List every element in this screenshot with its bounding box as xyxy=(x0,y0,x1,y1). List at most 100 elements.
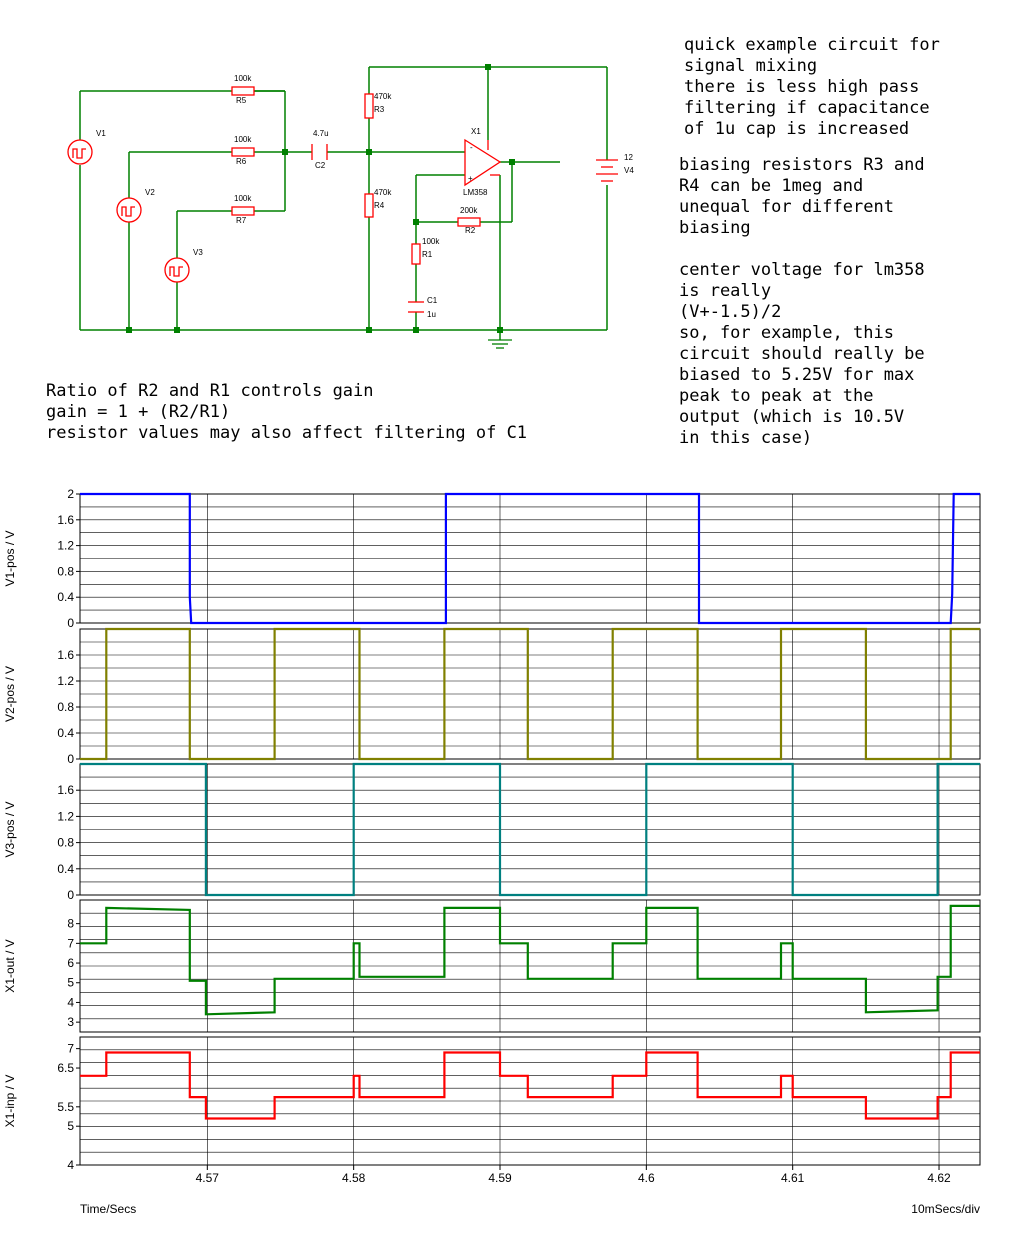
note-gain: Ratio of R2 and R1 controls gain gain = … xyxy=(46,381,528,443)
opamp-x1 xyxy=(464,138,502,187)
r6-value-label: 100k xyxy=(234,135,252,144)
source-v1 xyxy=(67,139,93,165)
y-tick-label: 0.8 xyxy=(57,564,74,578)
r5-value-label: 100k xyxy=(234,74,252,83)
opamp-plus-sign: + xyxy=(468,174,473,183)
r5-label: R5 xyxy=(236,96,247,105)
y-tick-label: 5.5 xyxy=(57,1100,74,1114)
x1-label: X1 xyxy=(471,127,481,136)
x-tick-label: 4.6 xyxy=(638,1171,655,1185)
x-tick-label: 4.59 xyxy=(488,1171,512,1185)
r1-label: R1 xyxy=(422,250,433,259)
y-tick-label: 1.6 xyxy=(57,783,74,797)
series-line xyxy=(80,1051,980,1120)
resistor-r4 xyxy=(364,193,374,218)
y-tick-label: 6.5 xyxy=(57,1061,74,1075)
resistor-r2 xyxy=(457,217,481,227)
y-tick-label: 0 xyxy=(67,616,74,630)
v4-label: V4 xyxy=(624,166,634,175)
y-tick-label: 0.4 xyxy=(57,862,74,876)
y-tick-label: 8 xyxy=(67,917,74,931)
r4-label: R4 xyxy=(374,201,385,210)
r4-value-label: 470k xyxy=(374,188,392,197)
y-tick-label: 7 xyxy=(67,936,74,950)
y-tick-label: 1.6 xyxy=(57,513,74,527)
resistor-r3 xyxy=(364,93,374,119)
schematic-diagram: 100k R5 100k R6 100k R7 V1 V2 V3 4.7u C2… xyxy=(67,64,634,349)
y-tick-label: 6 xyxy=(67,956,74,970)
plot-panel-5: 4 5 5.5 6.5 7X1-inp / V xyxy=(3,1036,981,1172)
series-line xyxy=(80,627,980,761)
series-line xyxy=(80,762,980,897)
c2-label: C2 xyxy=(315,161,326,170)
r3-value-label: 470k xyxy=(374,92,392,101)
y-tick-label: 0.4 xyxy=(57,590,74,604)
v2-label: V2 xyxy=(145,188,155,197)
x-tick-label: 4.61 xyxy=(781,1171,805,1185)
resistor-r5 xyxy=(231,86,255,96)
note-biasing: biasing resistors R3 and R4 can be 1meg … xyxy=(679,155,925,448)
x-scale-note: 10mSecs/div xyxy=(911,1202,980,1216)
v4-value-label: 12 xyxy=(624,153,633,162)
resistor-r1 xyxy=(411,243,421,265)
y-axis-label: V3-pos / V xyxy=(3,801,17,857)
y-tick-label: 4 xyxy=(67,1158,74,1172)
v1-label: V1 xyxy=(96,129,106,138)
c1-label: C1 xyxy=(427,296,438,305)
c1-value-label: 1u xyxy=(427,310,436,319)
junctions xyxy=(126,64,515,333)
x-tick-label: 4.62 xyxy=(927,1171,951,1185)
capacitor-c2 xyxy=(311,144,328,160)
plot-panel-3: 0 0.4 0.8 1.2 1.6V3-pos / V xyxy=(3,762,981,902)
y-axis-label: X1-inp / V xyxy=(3,1075,17,1128)
x-axis-label: Time/Secs xyxy=(80,1202,136,1216)
r6-label: R6 xyxy=(236,157,247,166)
y-tick-label: 1.2 xyxy=(57,809,74,823)
x-tick-label: 4.58 xyxy=(342,1171,366,1185)
components xyxy=(67,86,618,313)
note-signal-mixing: quick example circuit for signal mixing … xyxy=(684,35,940,139)
y-tick-label: 7 xyxy=(67,1042,74,1056)
v3-label: V3 xyxy=(193,248,203,257)
resistor-r7 xyxy=(231,206,255,216)
y-tick-label: 0.4 xyxy=(57,726,74,740)
wires xyxy=(79,66,608,340)
y-tick-label: 5 xyxy=(67,1119,74,1133)
y-tick-label: 1.6 xyxy=(57,648,74,662)
r2-value-label: 200k xyxy=(460,206,478,215)
c2-value-label: 4.7u xyxy=(313,129,329,138)
ground-symbol xyxy=(488,339,512,349)
source-v2 xyxy=(116,197,142,223)
y-tick-label: 5 xyxy=(67,976,74,990)
y-tick-label: 0.8 xyxy=(57,836,74,850)
y-tick-label: 4 xyxy=(67,995,74,1009)
resistor-r6 xyxy=(231,147,255,157)
y-axis-label: X1-out / V xyxy=(3,939,17,992)
component-labels: 100k R5 100k R6 100k R7 V1 V2 V3 4.7u C2… xyxy=(96,74,634,319)
lm358-label: LM358 xyxy=(463,188,488,197)
y-tick-label: 0 xyxy=(67,752,74,766)
y-axis-label: V2-pos / V xyxy=(3,666,17,722)
capacitor-c1 xyxy=(408,301,424,313)
r7-label: R7 xyxy=(236,216,247,225)
battery-v4 xyxy=(596,159,618,182)
series-line xyxy=(80,904,980,1016)
r1-value-label: 100k xyxy=(422,237,440,246)
x-tick-label: 4.57 xyxy=(196,1171,220,1185)
y-tick-label: 1.2 xyxy=(57,674,74,688)
opamp-minus-sign: - xyxy=(470,143,473,152)
x-axis: 4.57 4.58 4.59 4.6 4.61 4.62 xyxy=(196,1165,951,1185)
y-tick-label: 1.2 xyxy=(57,539,74,553)
y-tick-label: 0 xyxy=(67,888,74,902)
plot-panel-2: 0 0.4 0.8 1.2 1.6V2-pos / V xyxy=(3,627,981,766)
r3-label: R3 xyxy=(374,105,385,114)
r2-label: R2 xyxy=(465,226,476,235)
r7-value-label: 100k xyxy=(234,194,252,203)
source-v3 xyxy=(164,257,190,283)
y-tick-label: 2 xyxy=(67,487,74,501)
y-tick-label: 0.8 xyxy=(57,700,74,714)
